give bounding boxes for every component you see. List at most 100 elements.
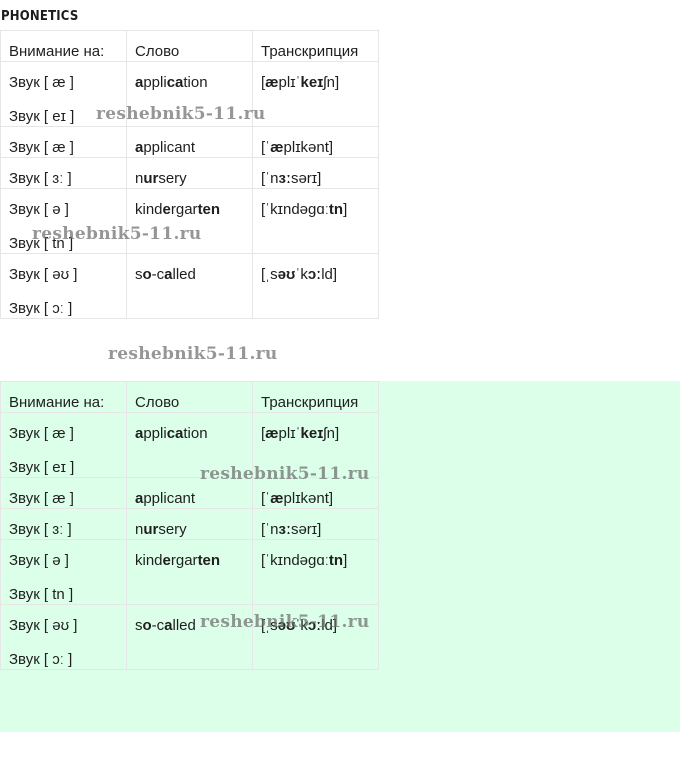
table-row: Звук [ æ ]applicant[ˈæplɪkənt] xyxy=(0,477,379,509)
sound-cell: Звук [ əʊ ]Звук [ ɔː ] xyxy=(0,253,127,319)
column-header: Транскрипция xyxy=(252,30,379,62)
text-run: [ˈn xyxy=(261,170,279,187)
highlighted-letters: æ xyxy=(270,490,284,507)
text-run: [ˈ xyxy=(261,139,271,156)
text-run: s xyxy=(135,617,143,634)
text-run: -c xyxy=(151,617,165,634)
sound-label: Звук [ æ ] xyxy=(9,425,74,442)
highlighted-letters: æ xyxy=(265,74,279,91)
text-run: ppli xyxy=(143,425,167,442)
table-row: Звук [ ɜː ]nursery[ˈnɜːsərɪ] xyxy=(0,157,379,189)
table-row: Звук [ ɜː ]nursery[ˈnɜːsərɪ] xyxy=(0,508,379,540)
text-run: plɪkənt] xyxy=(283,139,334,156)
sound-label: Звук [ æ ] xyxy=(9,139,74,156)
table-row: Звук [ əʊ ]Звук [ ɔː ]so-called[ˌsəʊˈkɔː… xyxy=(0,604,379,670)
highlighted-letters: tn xyxy=(328,552,344,569)
word-cell: so-called xyxy=(126,604,253,670)
sound-cell: Звук [ æ ] xyxy=(0,477,127,509)
sound-label: Звук [ eɪ ] xyxy=(9,459,75,476)
text-run: ld] xyxy=(321,266,338,283)
text-run: [ xyxy=(261,74,266,91)
word-cell: so-called xyxy=(126,253,253,319)
highlighted-letters: e xyxy=(162,552,171,569)
column-header: Транскрипция xyxy=(252,381,379,413)
text-run: s xyxy=(135,266,143,283)
highlighted-letters: ur xyxy=(143,170,159,187)
text-run: lled xyxy=(172,617,196,634)
highlighted-letters: o xyxy=(142,617,152,634)
text-run: [ˌs xyxy=(261,617,278,634)
transcription-cell: [ˈæplɪkənt] xyxy=(252,126,379,158)
sound-label: Звук [ ə ] xyxy=(9,201,69,218)
text-run: sərɪ] xyxy=(290,170,322,187)
sound-label: Звук [ ɔː ] xyxy=(9,651,73,668)
text-run: n xyxy=(135,170,144,187)
transcription-cell: [æplɪˈkeɪʃn] xyxy=(252,61,379,127)
text-run: ˈk xyxy=(295,617,308,634)
text-run: -c xyxy=(151,266,165,283)
sound-label: Звук [ tn ] xyxy=(9,586,74,603)
highlighted-letters: o xyxy=(142,266,152,283)
highlighted-letters: ten xyxy=(197,552,221,569)
text-run: ʃn] xyxy=(323,425,340,442)
sound-cell: Звук [ əʊ ]Звук [ ɔː ] xyxy=(0,604,127,670)
text-run: sery xyxy=(158,170,187,187)
transcription-cell: [ˈkɪndəgɑːtn] xyxy=(252,539,379,605)
highlighted-letters: a xyxy=(135,490,144,507)
text-run: ld] xyxy=(321,617,338,634)
column-header: Слово xyxy=(126,30,253,62)
highlighted-letters: ur xyxy=(143,521,159,538)
highlighted-letters: a xyxy=(135,74,144,91)
text-run: [ˈkɪndəgɑː xyxy=(261,552,329,569)
sound-cell: Звук [ ɜː ] xyxy=(0,157,127,189)
text-run: n xyxy=(135,521,144,538)
highlighted-letters: ten xyxy=(197,201,221,218)
sound-label: Звук [ tn ] xyxy=(9,235,74,252)
sound-label: Звук [ æ ] xyxy=(9,74,74,91)
column-header: Слово xyxy=(126,381,253,413)
highlighted-letters: ɔː xyxy=(307,266,322,283)
word-cell: nursery xyxy=(126,157,253,189)
word-cell: kindergarten xyxy=(126,539,253,605)
text-run: kind xyxy=(135,201,163,218)
word-cell: applicant xyxy=(126,126,253,158)
sound-label: Звук [ ɔː ] xyxy=(9,300,73,317)
highlighted-letters: keɪ xyxy=(300,74,324,91)
transcription-cell: [ˈnɜːsərɪ] xyxy=(252,157,379,189)
transcription-cell: [ˌsəʊˈkɔːld] xyxy=(252,253,379,319)
text-run: [ˌs xyxy=(261,266,278,283)
highlighted-letters: a xyxy=(164,266,173,283)
transcription-cell: [ˌsəʊˈkɔːld] xyxy=(252,604,379,670)
text-run: plɪˈ xyxy=(278,74,301,91)
watermark: reshebnik5-11.ru xyxy=(108,344,278,364)
highlighted-letters: ɜː xyxy=(278,521,291,538)
sound-cell: Звук [ æ ] Звук [ eɪ ] xyxy=(0,61,127,127)
highlighted-letters: ca xyxy=(166,425,184,442)
sound-cell: Звук [ ə ] Звук [ tn ] xyxy=(0,539,127,605)
highlighted-letters: e xyxy=(162,201,171,218)
highlighted-letters: ɜː xyxy=(278,170,291,187)
text-run: [ˈkɪndəgɑː xyxy=(261,201,329,218)
text-run: plɪˈ xyxy=(278,425,301,442)
highlighted-letters: a xyxy=(164,617,173,634)
highlighted-letters: æ xyxy=(265,425,279,442)
column-header: Внимание на: xyxy=(0,30,127,62)
text-run: pplicant xyxy=(143,139,196,156)
transcription-cell: [ˈnɜːsərɪ] xyxy=(252,508,379,540)
text-run: ] xyxy=(343,201,348,218)
text-run: kind xyxy=(135,552,163,569)
highlighted-letters: a xyxy=(135,425,144,442)
sound-cell: Звук [ ə ] Звук [ tn ] xyxy=(0,188,127,254)
table-row: Звук [ æ ]Звук [ eɪ ]application[æplɪˈke… xyxy=(0,61,379,127)
word-cell: kindergarten xyxy=(126,188,253,254)
sound-label: Звук [ ə ] xyxy=(9,552,69,569)
text-run: ] xyxy=(343,552,348,569)
highlighted-letters: æ xyxy=(270,139,284,156)
sound-label: Звук [ eɪ ] xyxy=(9,108,75,125)
table-row: Звук [ ə ]Звук [ tn ]kindergarten[ˈkɪndə… xyxy=(0,539,379,605)
